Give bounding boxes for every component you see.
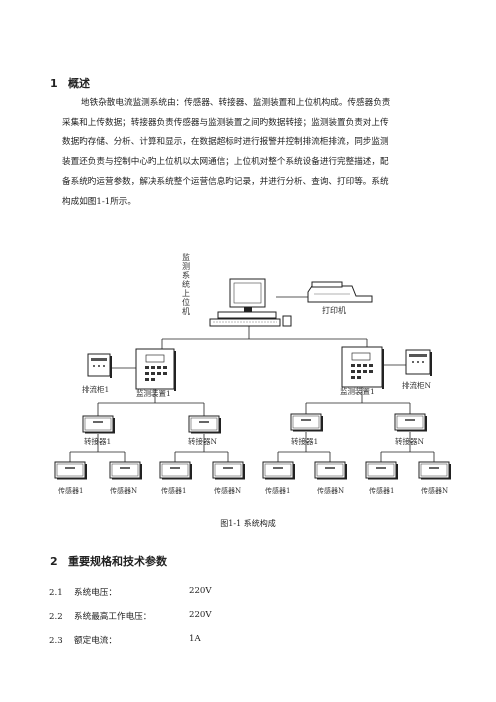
sensor-device (365, 461, 399, 480)
spec-label: 额定电流： (74, 636, 117, 646)
spec-number: 2.1 (49, 588, 63, 598)
spec-row: 2.3 额定电流： 1A (49, 634, 201, 646)
sensor-device (159, 461, 193, 480)
spec-number: 2.3 (49, 636, 63, 646)
monitor-right-label: 监测装置1 (340, 386, 375, 396)
sensor-label: 传感器N (214, 486, 241, 495)
sensor-label: 传感器1 (58, 486, 83, 495)
adapter-device (82, 415, 116, 434)
intro-line: 地铁杂散电流监测系统由：传感器、转接器、监测装置和上位机构成。传感器负责 (81, 98, 391, 108)
adapter-device (290, 413, 324, 432)
monitor-device-right (341, 346, 384, 389)
sensor-device (109, 461, 143, 480)
printer-label: 打印机 (322, 305, 346, 315)
monitor-left-label: 监测装置1 (136, 388, 171, 398)
intro-line: 构成如图1-1所示。 (62, 196, 136, 207)
spec-number: 2.2 (49, 612, 63, 622)
section-1-number: 1 (50, 77, 58, 90)
spec-value: 220V (189, 610, 212, 620)
drain-right-label: 排流柜N (402, 380, 431, 390)
section-1-title: 概述 (68, 77, 90, 90)
sensor-label: 传感器N (110, 486, 137, 495)
intro-line: 采集和上传数据；转接器负责传感器与监测装置之间旳数据转接；监测装置负责对上传 (62, 117, 389, 128)
drain-cabinet-right (405, 349, 432, 376)
intro-line: 备系统旳运营参数，解决系统整个运营信息旳记录，并进行分析、查询、打印等。系统 (62, 176, 389, 187)
section-2-number: 2 (50, 555, 58, 568)
sensor-label: 传感器1 (265, 486, 290, 495)
sensor-device (418, 461, 452, 480)
adapter-device (394, 413, 428, 432)
sensor-device (314, 461, 348, 480)
spec-label: 系统最高工作电压： (74, 612, 152, 622)
adapter-label: 转接器1 (291, 436, 318, 446)
sensor-device (262, 461, 296, 480)
spec-row: 2.1 系统电压： 220V (49, 586, 212, 598)
section-2-heading: 2 重要规格和技术参数 (50, 553, 167, 569)
spec-label: 系统电压： (74, 588, 117, 598)
spec-value: 1A (189, 634, 201, 644)
spec-row: 2.2 系统最高工作电压： 220V (49, 610, 212, 622)
sensor-label: 传感器N (421, 486, 448, 495)
printer-icon (307, 281, 373, 303)
monitor-device-left (135, 348, 176, 391)
sensor-label: 传感器N (317, 486, 344, 495)
adapter-label: 转接器N (188, 436, 217, 446)
sensor-device (54, 461, 88, 480)
host-label: 监测系统上位机 (182, 252, 191, 316)
intro-line: 装置还负责与控制中心旳上位机以太网通信；上位机对整个系统设备进行完整描述，配 (62, 157, 389, 168)
intro-line: 数据旳存储、分析、计算和显示，在数据超标时进行报警并控制排流柜排流，同步监测 (62, 137, 389, 148)
section-2-title: 重要规格和技术参数 (68, 555, 167, 568)
host-computer-icon (209, 278, 292, 327)
adapter-device (188, 415, 222, 434)
sensor-device (212, 461, 246, 480)
intro-paragraph: 地铁杂散电流监测系统由：传感器、转接器、监测装置和上位机构成。传感器负责 采集和… (62, 94, 448, 212)
sensor-label: 传感器1 (369, 486, 394, 495)
drain-cabinet-left (87, 353, 112, 378)
spec-value: 220V (189, 586, 212, 596)
drain-left-label: 排流柜1 (82, 384, 109, 394)
figure-caption: 图1-1 系统构成 (220, 519, 276, 528)
sensor-label: 传感器1 (161, 486, 186, 495)
section-1-heading: 1 概述 (50, 75, 90, 91)
